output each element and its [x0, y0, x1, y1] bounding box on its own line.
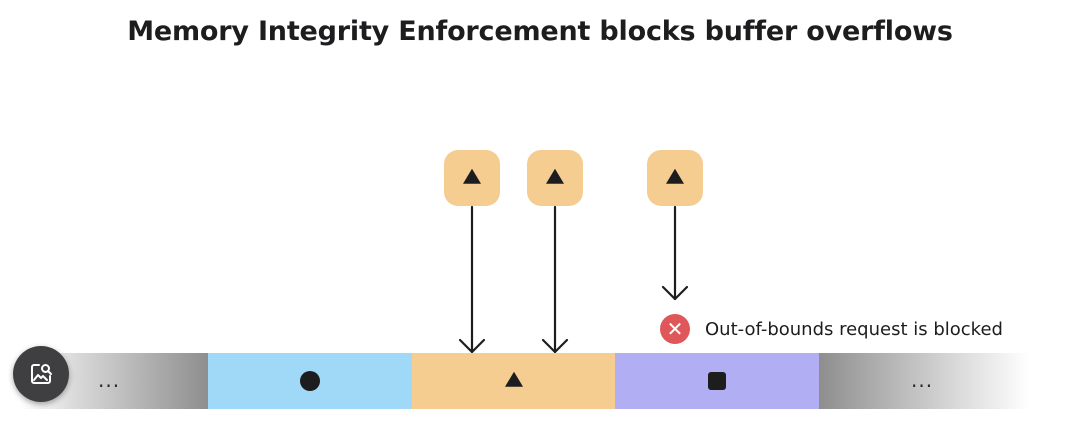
memory-segment-circle [208, 353, 412, 409]
arrow-allowed-2 [541, 205, 569, 354]
triangle-icon [463, 168, 481, 184]
pointer-tag-triangle-3 [647, 150, 703, 206]
triangle-icon [666, 168, 684, 184]
memory-segment-continuation-right: ... [819, 353, 1030, 409]
arrow-blocked [661, 205, 689, 301]
triangle-icon [504, 371, 523, 387]
blocked-message: Out-of-bounds request is blocked [705, 318, 1003, 340]
pointer-tag-triangle-2 [527, 150, 583, 206]
memory-segment-square [615, 353, 819, 409]
arrow-allowed-1 [458, 205, 486, 354]
triangle-icon [546, 168, 564, 184]
ellipsis-label: ... [911, 367, 934, 392]
circle-icon [300, 371, 320, 391]
image-search-icon [31, 364, 52, 384]
memory-segment-triangle [412, 353, 615, 409]
blocked-notice: ✕ Out-of-bounds request is blocked [660, 314, 1003, 344]
square-icon [708, 372, 726, 390]
diagram-title: Memory Integrity Enforcement blocks buff… [127, 16, 953, 47]
x-circle-icon: ✕ [660, 314, 690, 344]
image-search-button[interactable] [13, 346, 69, 402]
pointer-tag-triangle-1 [444, 150, 500, 206]
ellipsis-label: ... [98, 367, 121, 392]
